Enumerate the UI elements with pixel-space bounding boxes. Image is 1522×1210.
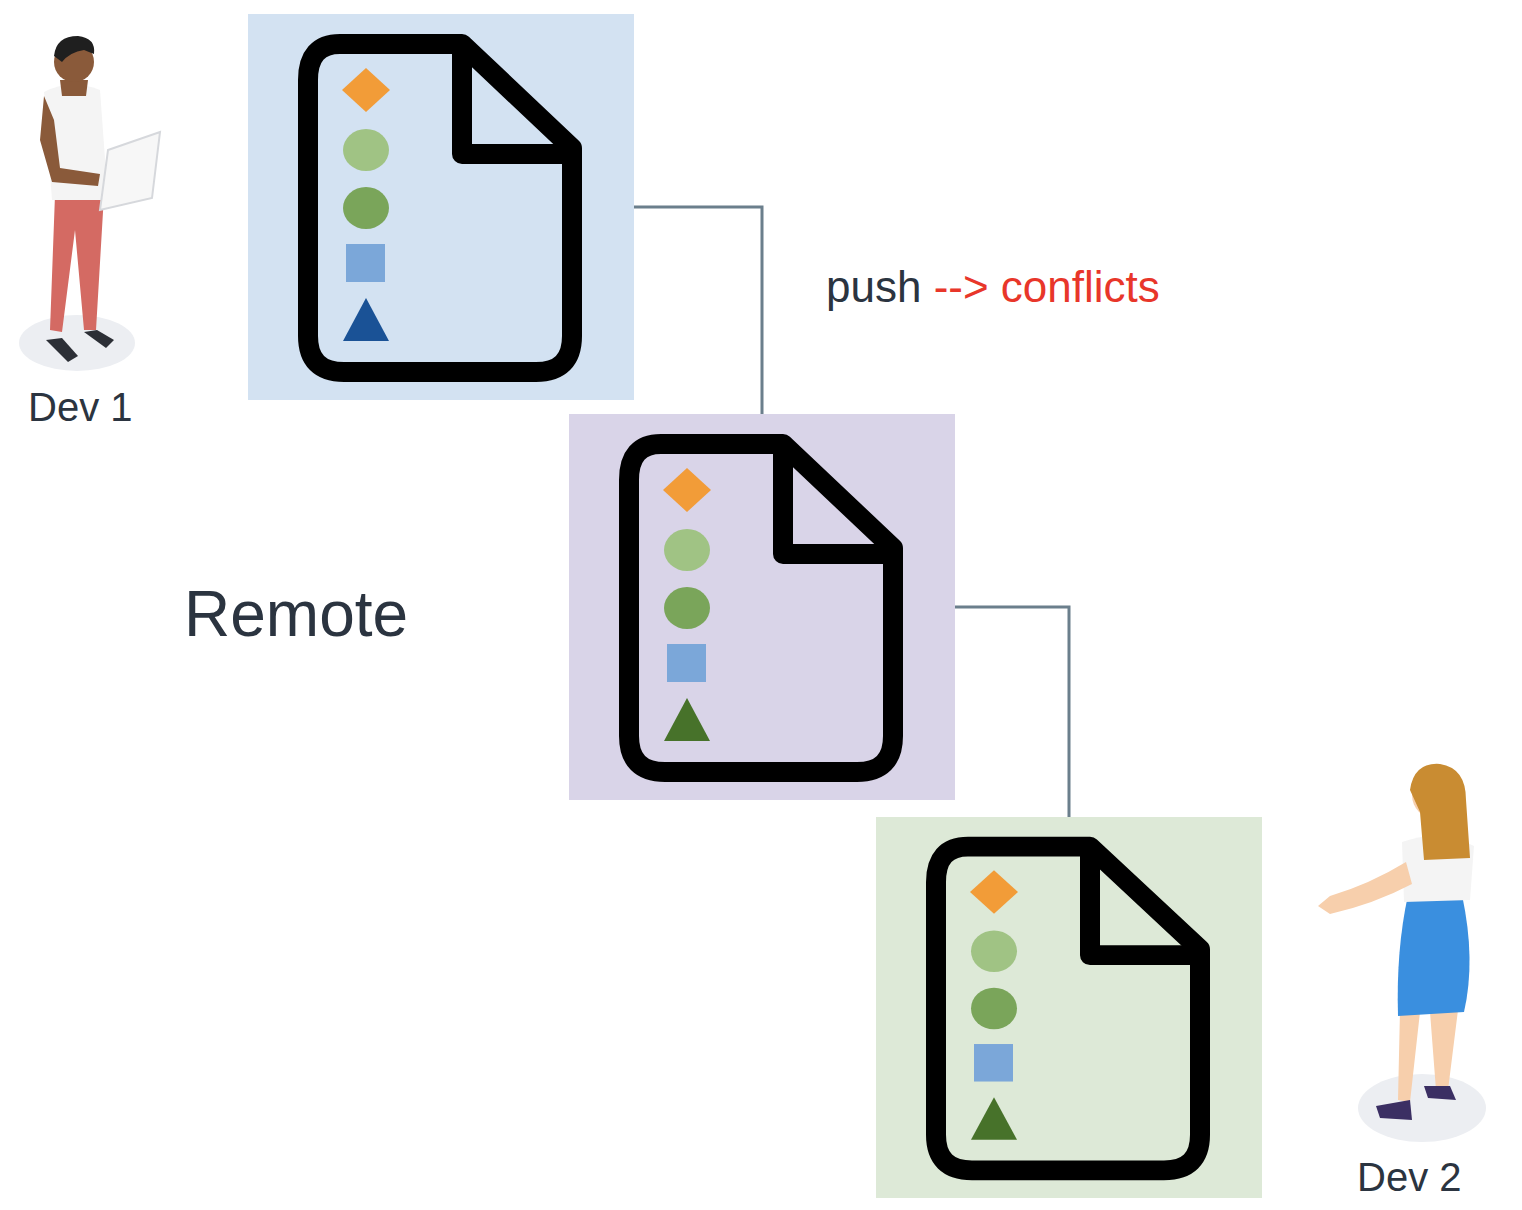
document-icon <box>569 414 955 800</box>
square-symbol <box>346 244 385 282</box>
document-fold <box>462 44 572 154</box>
diamond-symbol <box>342 68 390 112</box>
panel-label: Dev 1 <box>28 384 133 430</box>
document-fold <box>783 444 893 554</box>
document-icon <box>248 14 634 400</box>
triangle-symbol <box>664 698 710 741</box>
panel-label: Remote <box>184 578 408 652</box>
circle-symbol <box>343 129 389 171</box>
panel-label: Dev 2 <box>1357 1154 1462 1200</box>
circle-symbol <box>971 988 1017 1029</box>
connector-line <box>955 607 1069 817</box>
document-icon <box>876 817 1262 1198</box>
label-part: push <box>826 262 934 311</box>
square-symbol <box>667 644 706 682</box>
document-outline <box>308 44 572 372</box>
circle-symbol <box>664 529 710 571</box>
circle-symbol <box>343 187 389 229</box>
triangle-symbol <box>971 1097 1017 1139</box>
label-part: --> conflicts <box>934 262 1160 311</box>
diamond-symbol <box>970 870 1018 913</box>
square-symbol <box>974 1044 1013 1082</box>
circle-symbol <box>971 931 1017 972</box>
edge-label: push --> conflicts <box>822 262 1164 313</box>
diamond-symbol <box>663 468 711 512</box>
file-panel: Remote <box>569 414 955 800</box>
circle-symbol <box>664 587 710 629</box>
document-fold <box>1090 847 1200 956</box>
connector-line <box>634 207 762 414</box>
document-outline <box>629 444 893 772</box>
document-outline <box>936 847 1200 1171</box>
dev-two-figure <box>1318 764 1486 1142</box>
triangle-symbol <box>343 298 389 341</box>
file-panel: Dev 1 <box>248 14 634 400</box>
dev-one-figure <box>19 36 160 371</box>
file-panel: Dev 2 <box>876 817 1262 1198</box>
